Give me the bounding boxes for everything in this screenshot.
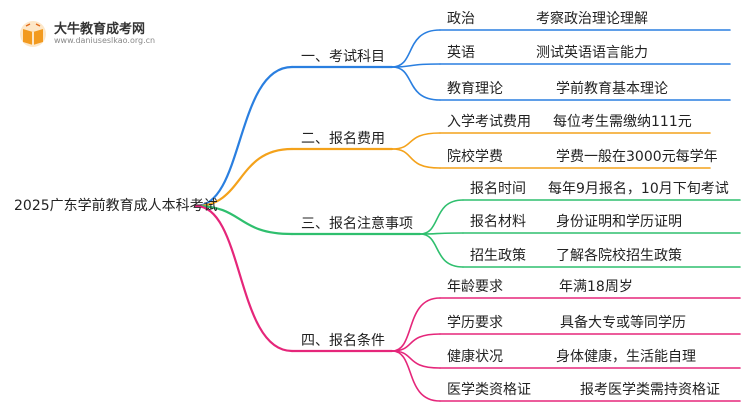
- leaf-label: 报名时间: [470, 181, 526, 197]
- logo-title: 大牛教育成考网: [54, 22, 146, 37]
- leaf-value: 考察政治理论理解: [536, 11, 648, 27]
- leaf-value: 每年9月报名，10月下旬考试: [548, 181, 729, 197]
- leaf-label: 医学类资格证: [447, 382, 531, 398]
- leaf-value: 了解各院校招生政策: [556, 248, 682, 264]
- root-to-branch-connector: [194, 204, 294, 353]
- branch-to-leaf-connector: [391, 333, 441, 352]
- leaf-value: 测试英语语言能力: [536, 45, 648, 61]
- branch-to-leaf-connector: [391, 297, 441, 352]
- leaf-label: 院校学费: [447, 149, 503, 165]
- branch-to-leaf-connector: [391, 29, 441, 68]
- branch-to-leaf-connector: [419, 233, 464, 268]
- leaf-value: 报考医学类需持资格证: [580, 382, 720, 398]
- book-logo-icon: [20, 21, 46, 47]
- branch-to-leaf-connector: [391, 350, 441, 402]
- leaf-label: 学历要求: [447, 315, 503, 331]
- branch-to-leaf-connector: [391, 66, 441, 101]
- leaf-label: 年龄要求: [447, 279, 503, 295]
- branch-to-leaf-connector: [391, 132, 441, 150]
- branch-to-leaf-connector: [419, 232, 464, 235]
- branch-registration-notes: 三、报名注意事项: [301, 216, 413, 232]
- branch-exam-subjects: 一、考试科目: [301, 49, 385, 65]
- branch-registration-conditions: 四、报名条件: [301, 333, 385, 349]
- leaf-value: 学前教育基本理论: [556, 81, 668, 97]
- leaf-value: 学费一般在3000元每学年: [556, 149, 718, 165]
- leaf-value: 年满18周岁: [559, 279, 633, 295]
- leaf-label: 政治: [447, 11, 475, 27]
- leaf-label: 报名材料: [470, 214, 526, 230]
- leaf-label: 入学考试费用: [447, 114, 531, 130]
- root-to-branch-connector: [194, 65, 294, 208]
- site-logo: 大牛教育成考网 www.daniuseslkao.org.cn: [10, 14, 155, 54]
- leaf-value: 每位考生需缴纳111元: [553, 114, 692, 130]
- root-to-branch-connector: [194, 147, 294, 208]
- root-to-branch-connector: [194, 204, 294, 236]
- leaf-value: 具备大专或等同学历: [560, 315, 686, 331]
- logo-url: www.daniuseslkao.org.cn: [54, 36, 156, 45]
- leaf-label: 教育理论: [447, 81, 503, 97]
- branch-to-leaf-connector: [419, 199, 464, 235]
- branch-to-leaf-connector: [391, 148, 441, 169]
- branch-to-leaf-connector: [391, 63, 441, 68]
- leaf-value: 身份证明和学历证明: [556, 214, 682, 230]
- leaf-label: 健康状况: [447, 349, 503, 365]
- leaf-label: 英语: [447, 45, 475, 61]
- leaf-value: 身体健康，生活能自理: [556, 349, 696, 365]
- branch-registration-fees: 二、报名费用: [301, 131, 385, 147]
- root-topic: 2025广东学前教育成人本科考试: [14, 198, 218, 214]
- leaf-label: 招生政策: [470, 248, 526, 264]
